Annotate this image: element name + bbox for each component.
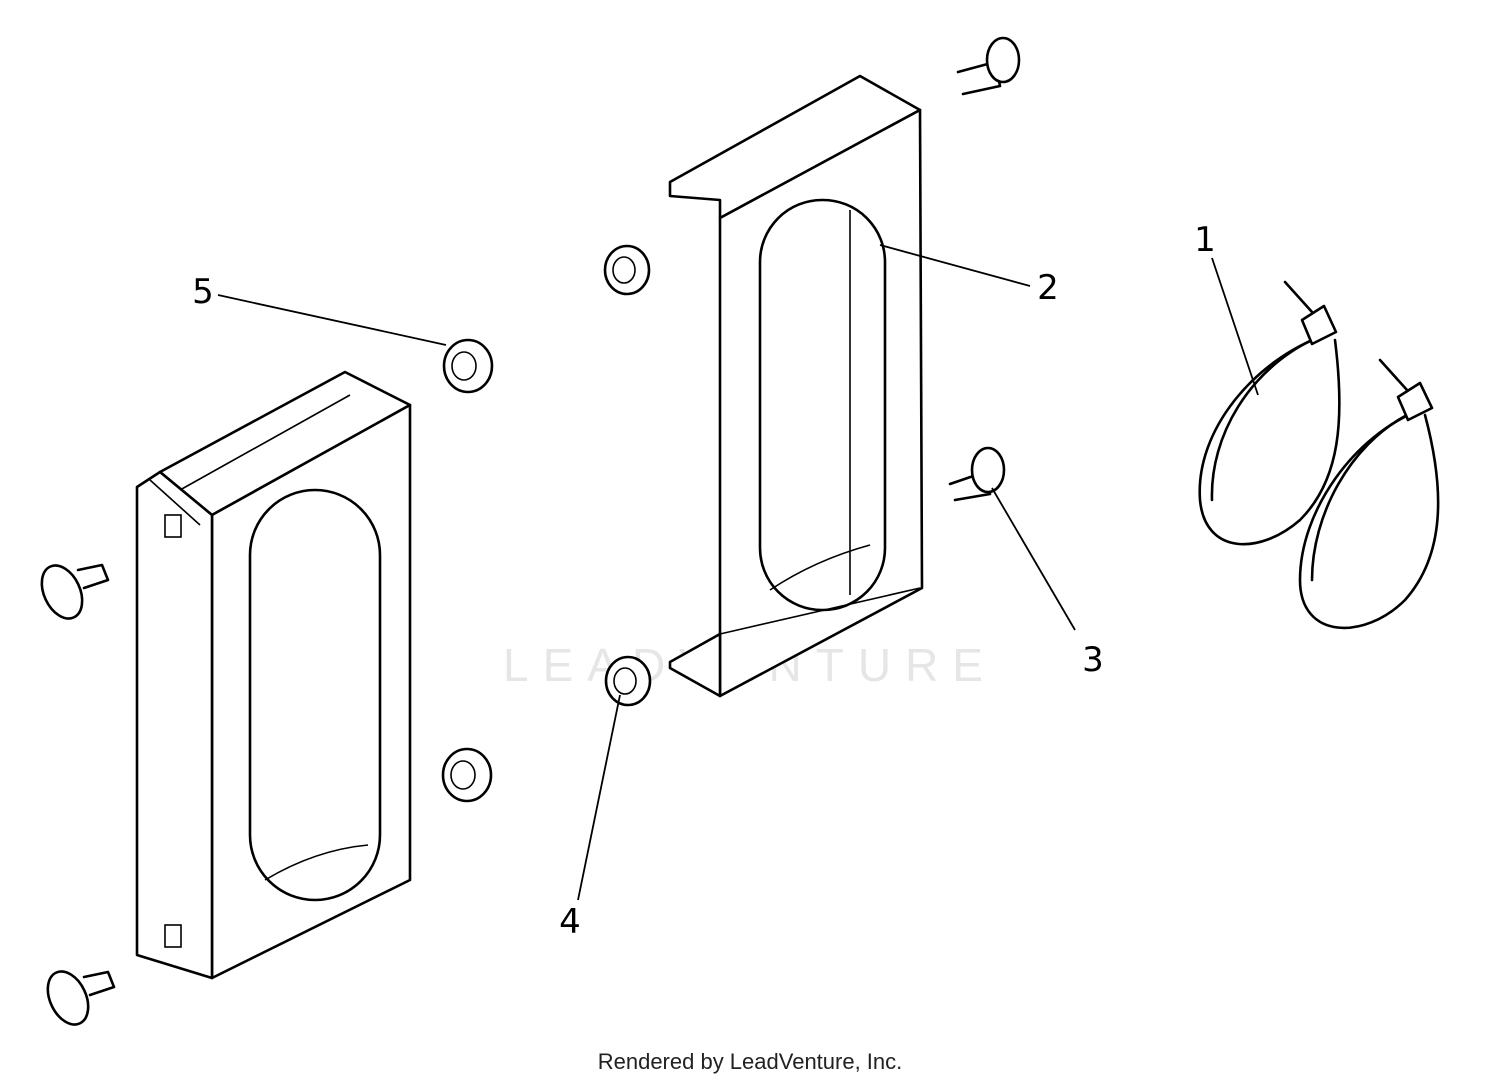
cover-housing — [135, 370, 412, 980]
callout-1: 1 — [1194, 220, 1216, 260]
flange-nut-lower-left — [441, 747, 493, 803]
cable-tie-2 — [1298, 358, 1440, 630]
callout-5: 5 — [192, 272, 214, 312]
leader-4 — [577, 694, 621, 901]
mounting-bracket — [668, 74, 924, 698]
leader-1 — [1211, 257, 1259, 396]
leader-3 — [991, 487, 1076, 631]
carriage-bolt-middle-right — [948, 446, 1006, 502]
carriage-bolt-top-right — [956, 36, 1021, 96]
carriage-bolt-left-upper — [40, 563, 110, 620]
leader-2 — [879, 244, 1031, 287]
leader-5 — [217, 294, 447, 346]
callout-3: 3 — [1082, 640, 1104, 680]
callout-2: 2 — [1037, 268, 1059, 308]
flange-nut-upper — [442, 338, 494, 394]
flange-nut-lower — [604, 655, 652, 707]
cable-tie-1 — [1198, 280, 1341, 546]
flange-nut-middle — [603, 244, 651, 296]
carriage-bolt-left-lower — [46, 970, 116, 1026]
footer-credit: Rendered by LeadVenture, Inc. — [597, 1049, 903, 1074]
callout-4: 4 — [559, 902, 581, 942]
